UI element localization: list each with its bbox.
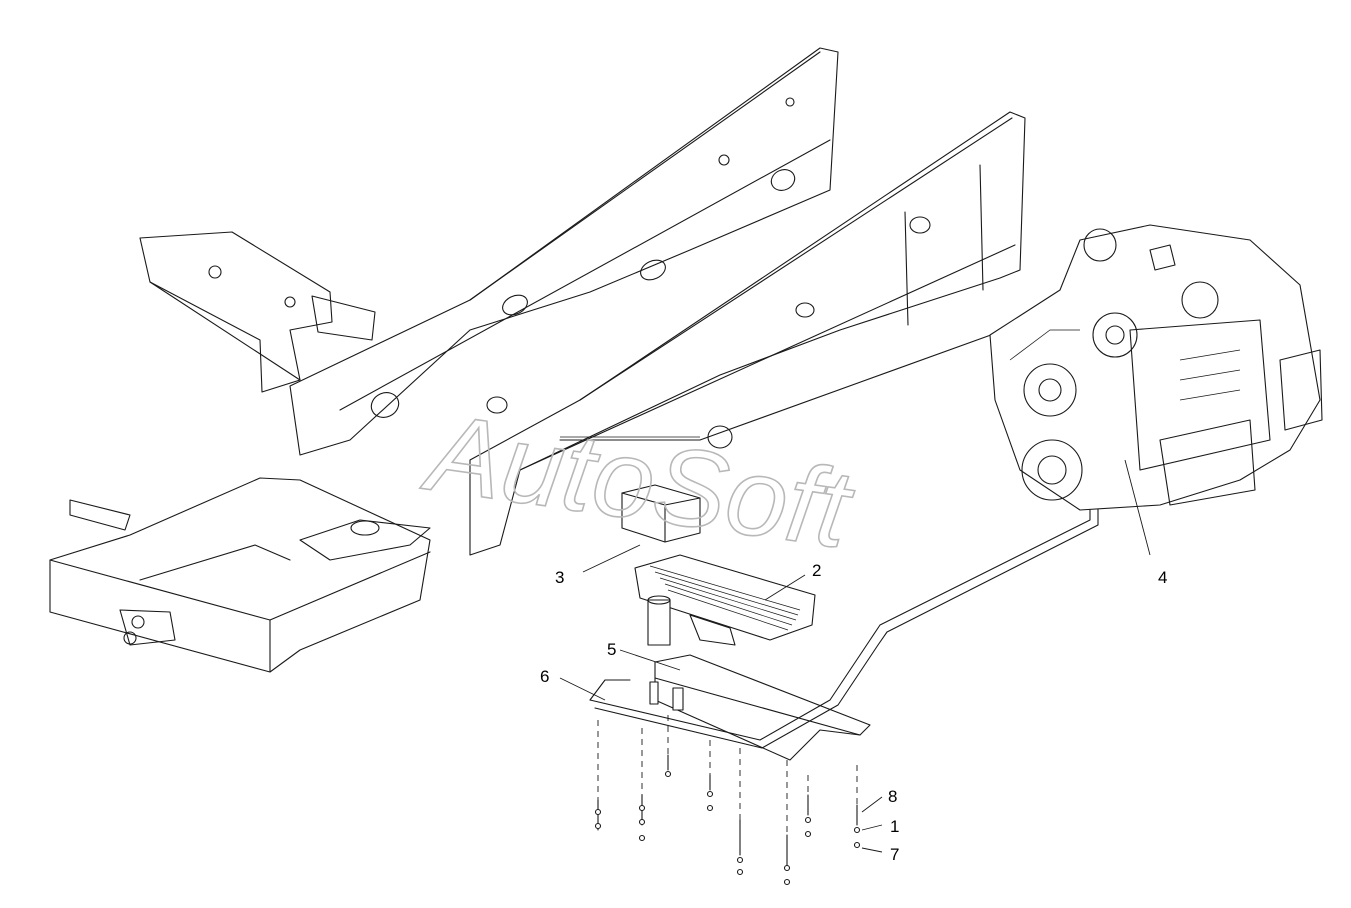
part-4-engine [989, 224, 1323, 511]
chassis-frame [49, 47, 1061, 673]
callout-7: 7 [890, 845, 899, 864]
part-5-bracket [654, 654, 871, 761]
part-2-cooler [634, 554, 816, 646]
callout-3: 3 [555, 568, 564, 587]
part-6-pipe [589, 319, 1099, 749]
fasteners [594, 715, 861, 886]
callout-1: 1 [890, 817, 899, 836]
callout-5: 5 [607, 640, 616, 659]
leader-lines [559, 459, 1151, 853]
callout-8: 8 [888, 787, 897, 806]
callout-2: 2 [812, 561, 821, 580]
callout-4: 4 [1158, 568, 1167, 587]
callout-6: 6 [540, 667, 549, 686]
part-3-box [621, 484, 701, 543]
